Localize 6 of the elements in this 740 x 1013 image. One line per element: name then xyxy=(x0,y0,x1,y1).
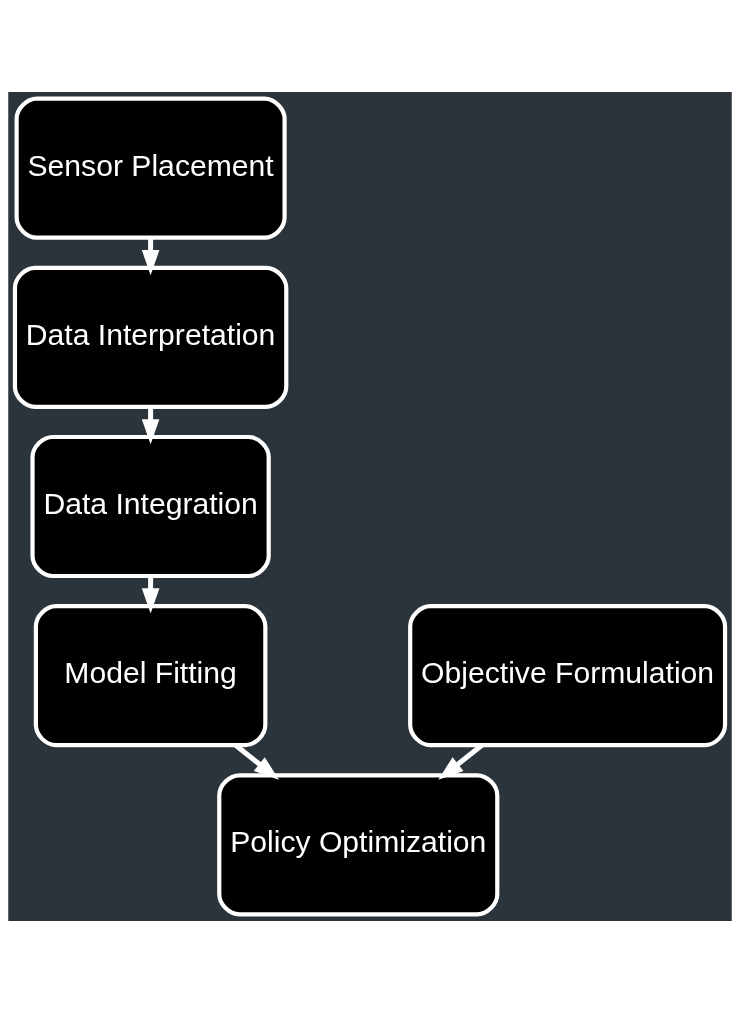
node-box: Sensor Placement xyxy=(14,96,287,240)
node-box: Data Integration xyxy=(30,434,271,579)
node-box: Data Interpretation xyxy=(12,265,289,409)
node-box: Policy Optimization xyxy=(217,773,500,917)
node-box: Model Fitting xyxy=(33,604,268,748)
node-box: Objective Formulation xyxy=(408,604,728,748)
